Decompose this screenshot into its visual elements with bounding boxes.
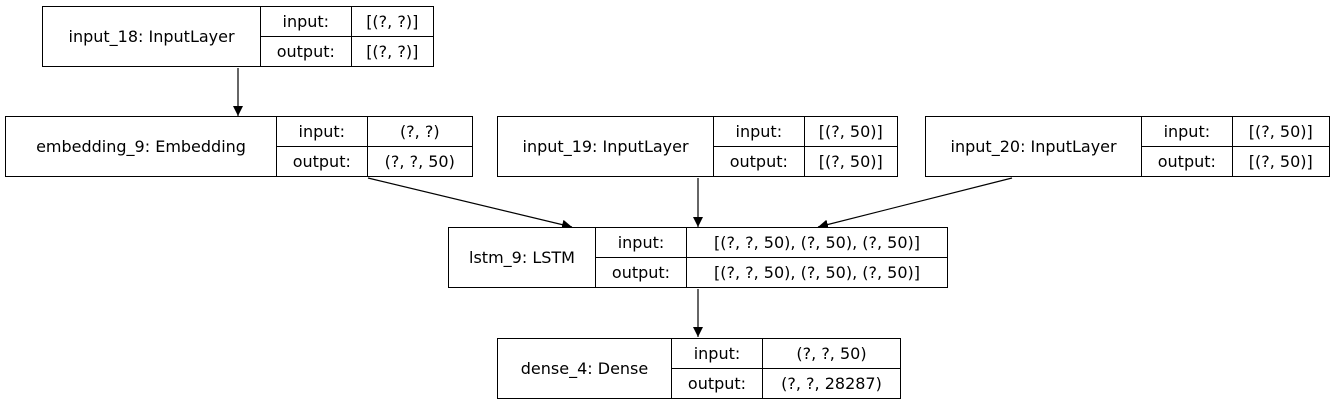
input-shape: [(?, ?)] [350, 6, 435, 37]
output-label: output: [276, 146, 368, 177]
node-title: embedding_9: Embedding [4, 116, 278, 177]
node-input-20: input_20: InputLayer input: [(?, 50)] ou… [924, 116, 1331, 177]
input-shape: (?, ?) [366, 116, 474, 147]
input-label: input: [595, 227, 687, 258]
output-label: output: [1141, 146, 1233, 177]
input-shape: [(?, ?, 50), (?, 50), (?, 50)] [686, 227, 948, 258]
output-label: output: [713, 146, 805, 177]
node-title: dense_4: Dense [497, 338, 672, 399]
node-title: input_19: InputLayer [496, 116, 715, 177]
node-dense-4: dense_4: Dense input: (?, ?, 50) output:… [497, 338, 901, 399]
node-input-18: input_18: InputLayer input: [(?, ?)] out… [41, 6, 435, 67]
input-shape: (?, ?, 50) [762, 338, 901, 369]
output-shape: [(?, ?)] [350, 36, 435, 67]
output-label: output: [671, 368, 763, 399]
node-input-19: input_19: InputLayer input: [(?, 50)] ou… [496, 116, 899, 177]
output-label: output: [260, 36, 352, 67]
node-lstm-9: lstm_9: LSTM input: [(?, ?, 50), (?, 50)… [448, 227, 948, 288]
node-title: input_20: InputLayer [924, 116, 1143, 177]
edge-embedding-9-to-lstm-9 [367, 177, 573, 230]
input-label: input: [713, 116, 805, 147]
output-shape: (?, ?, 28287) [762, 368, 901, 399]
node-embedding-9: embedding_9: Embedding input: (?, ?) out… [4, 116, 474, 177]
output-shape: [(?, ?, 50), (?, 50), (?, 50)] [686, 257, 948, 288]
input-shape: [(?, 50)] [1231, 116, 1331, 147]
input-shape: [(?, 50)] [803, 116, 899, 147]
input-label: input: [276, 116, 368, 147]
input-label: input: [1141, 116, 1233, 147]
edge-input-20-to-lstm-9 [817, 177, 1013, 230]
node-title: input_18: InputLayer [41, 6, 262, 67]
input-label: input: [260, 6, 352, 37]
output-shape: (?, ?, 50) [366, 146, 474, 177]
output-label: output: [595, 257, 687, 288]
output-shape: [(?, 50)] [803, 146, 899, 177]
input-label: input: [671, 338, 763, 369]
output-shape: [(?, 50)] [1231, 146, 1331, 177]
node-title: lstm_9: LSTM [448, 227, 596, 288]
